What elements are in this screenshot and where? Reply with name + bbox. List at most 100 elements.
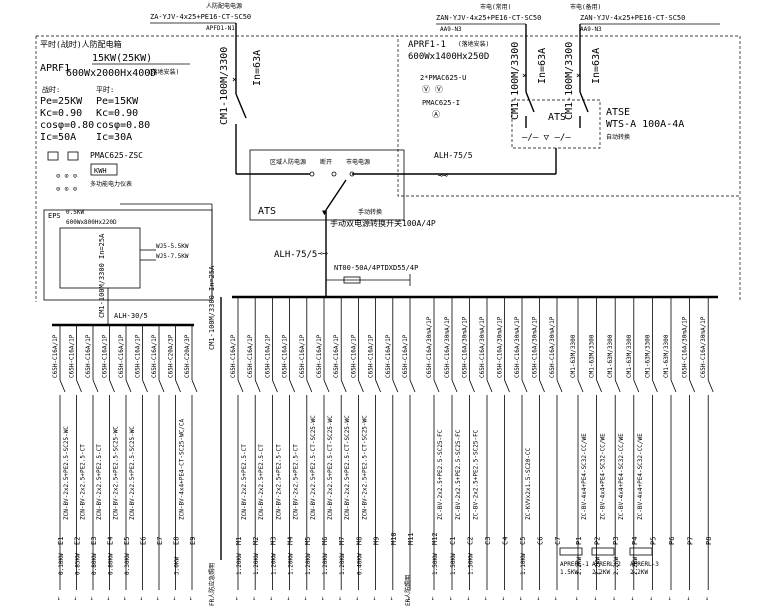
ats-breaker2-rating: In=63A bbox=[591, 48, 602, 84]
transfer-switch: ATS 区域人防电源 断开 市电电源 手动转换 ▼ 手动双电源转换开关100A/… bbox=[235, 148, 436, 296]
circuit-breaker-label: CM1-63M/3300 bbox=[644, 334, 651, 378]
circuit-power: 2.2KW bbox=[632, 557, 639, 575]
circuit-power: 1.20KW bbox=[270, 553, 277, 575]
circuit-power: 0.10KW bbox=[58, 553, 65, 575]
circuit-id: C1 bbox=[449, 537, 457, 545]
circuit-cable-label: ZC-BV-4x4+PE4-SC32-CC/WE bbox=[637, 433, 644, 520]
feed-left-title: 人防配电电源 bbox=[206, 2, 242, 10]
circuit-p4: CM1-63M/3300ZC-BV-4x4+PE4-SC32-CC/WEP42.… bbox=[626, 297, 644, 602]
circuit-id: M12 bbox=[431, 532, 439, 545]
left-branch-breaker: CM1-100M/3300 In=25A bbox=[98, 233, 106, 318]
circuit-id: M8 bbox=[355, 537, 363, 545]
kc-war: Kc=0.90 bbox=[40, 108, 82, 119]
circuit-id: P7 bbox=[687, 537, 695, 545]
circuit-breaker-label: C65H-C16A/1P bbox=[368, 334, 375, 378]
circuit-breaker-label: C65H-C16A/30mA/1P bbox=[497, 316, 504, 378]
arrow-down-icon: ↓ bbox=[649, 595, 653, 602]
ats-panel-size: 600Wx1400Hx250D bbox=[408, 52, 489, 62]
circuit-power: 1.10KW bbox=[520, 553, 527, 575]
circuit-breaker-label: C65H-C16A/1P bbox=[151, 334, 158, 378]
circuit-breaker-label: CM1-63M/3300 bbox=[570, 334, 577, 378]
circuit-id: E7 bbox=[156, 537, 164, 545]
eps-note: 0.5KW bbox=[66, 209, 84, 216]
circuit-power: 1.20KW bbox=[339, 553, 346, 575]
switch-box-label: ATS bbox=[258, 206, 276, 217]
circuit-cable-label: ZC-BV-2x2.5+PE2.5-SC25-FC bbox=[437, 429, 444, 520]
feed-left-code: APFD1-N1 bbox=[206, 25, 235, 32]
circuit-cable-label: ZC-BV-2x2.5+PE2.5-SC25-FC bbox=[473, 429, 480, 520]
arrow-down-icon: ↓ bbox=[390, 595, 394, 602]
circuit-p7: C65H-C16A/30mA/1P P7 ↓ bbox=[682, 297, 695, 602]
equipment-label: APRERL-1 bbox=[560, 561, 589, 568]
circuit-breaker-label: C65H-C16A/1P bbox=[385, 334, 392, 378]
arrow-down-icon: ↓ bbox=[252, 595, 256, 602]
indicator-lamp-icon bbox=[47, 151, 59, 161]
circuit-id: M1 bbox=[235, 537, 243, 545]
circuit-cable-label: ZCN-BV-2x2.5+PE2.5-SC25-WC bbox=[113, 426, 120, 520]
arrow-down-icon: ↓ bbox=[173, 595, 177, 602]
circuit-m8: C65H-C16A/1PZCN-BV-2x2.5+PE2.5-CT-SC25-W… bbox=[350, 297, 368, 602]
circuit-breaker-label: C65H-C16A/30mA/1P bbox=[479, 316, 486, 378]
equipment-box: APRERL-22.2KW bbox=[591, 547, 621, 576]
eps-box bbox=[59, 227, 141, 289]
circuit-breaker-label: C65H-C16A/1P bbox=[85, 334, 92, 378]
selector-symbols: ⊙ ⊙ ⊙ bbox=[56, 185, 77, 193]
circuit-breaker-label: C65H-C16A/1P bbox=[350, 334, 357, 378]
panel-header: 平时(战时)人防配电箱 bbox=[40, 39, 122, 49]
circuit-id: C4 bbox=[502, 537, 510, 545]
ats-panel-code: APRF1-1 bbox=[408, 40, 446, 50]
arrow-down-icon: ↓ bbox=[123, 595, 127, 602]
circuit-id: C6 bbox=[537, 537, 545, 545]
panel-info: 平时(战时)人防配电箱 APRF1 15KW(25KW) 600Wx2000Hx… bbox=[40, 39, 190, 193]
side-note-left: FR人防应急照明 bbox=[208, 563, 216, 606]
eps-out2: WJ5-7.5KW bbox=[156, 253, 189, 260]
arrow-down-icon: ↓ bbox=[449, 595, 453, 602]
circuit-breaker-label: C65H-C16A/1P bbox=[282, 334, 289, 378]
circuit-m2: C65H-C16A/1PZCN-BV-2x2.5+PE2.5-CTM21.20K… bbox=[247, 297, 265, 602]
col-peace: 平时: bbox=[96, 85, 114, 94]
circuit-m3: C65H-C16A/1PZCN-BV-2x2.5+PE2.5-CTM31.20K… bbox=[264, 297, 282, 602]
circuit-breaker-label: C65H-C16A/1P bbox=[264, 334, 271, 378]
equipment-note: 2.2KW bbox=[592, 569, 610, 576]
circuit-breaker-label: CM1-63M/3300 bbox=[589, 334, 596, 378]
circuit-cable-label: ZCN-BV-2x2.5+PE2.5-SC25-WC bbox=[129, 426, 136, 520]
circuit-id: M5 bbox=[304, 537, 312, 545]
panel-power: 15KW(25KW) bbox=[92, 53, 152, 64]
ct-icon: ⊸⊸ bbox=[438, 171, 448, 180]
circuit-power: 0.80KW bbox=[108, 553, 115, 575]
transfer-switch-box bbox=[249, 149, 405, 221]
indicator-lamp-icon bbox=[67, 151, 79, 161]
arrow-down-icon: ↓ bbox=[107, 595, 111, 602]
circuit-power: 1.20KW bbox=[236, 553, 243, 575]
arrow-down-icon: ↓ bbox=[74, 595, 78, 602]
meter-u: 2*PMAC625-U bbox=[420, 74, 466, 82]
circuit-id: M3 bbox=[269, 537, 277, 545]
arrow-down-icon: ↓ bbox=[687, 595, 691, 602]
circuit-id: M10 bbox=[390, 532, 398, 545]
circuit-breaker-label: C65H-C16A/30mA/1P bbox=[549, 316, 556, 378]
feed-mid-cable: ZAN-YJV-4x25+PE16-CT-SC50 bbox=[436, 14, 541, 22]
circuit-power: 0.30KW bbox=[124, 553, 131, 575]
circuit-m10: C65H-C16A/1P M10 ↓ bbox=[385, 297, 399, 602]
circuit-id: C2 bbox=[467, 537, 475, 545]
circuit-id: P1 bbox=[575, 537, 583, 545]
circuit-breaker-label: C65H-C16A/30mA/1P bbox=[682, 316, 689, 378]
circuit-id: M11 bbox=[407, 532, 415, 545]
atse-label: ATSE bbox=[606, 107, 630, 118]
arrow-down-icon: ↓ bbox=[235, 595, 239, 602]
feed-right-cable: ZAN-YJV-4x25+PE16-CT-SC50 bbox=[580, 14, 685, 22]
main-breaker: × CM1-100M/3300 In=63A bbox=[219, 23, 263, 148]
circuit-p2: CM1-63M/3300ZC-BV-4x4+PE4-SC32-CC/WEP22.… bbox=[589, 297, 607, 602]
circuit-c1: C65H-C16A/30mA/1PZC-BV-2x2.5+PE2.5-SC25-… bbox=[444, 297, 462, 602]
circuit-power: 0.40KW bbox=[356, 553, 363, 575]
circuit-cable-label: ZCN-BV-4x4+PE4-CT-SC25-WC/CA bbox=[179, 418, 186, 520]
panel-boundary bbox=[36, 35, 741, 302]
switch-rating: 手动双电源转换开关100A/4P bbox=[330, 218, 436, 228]
ats-panel-note: (落地安装) bbox=[458, 40, 489, 48]
circuit-cable-label: ZCN-BV-2x2.5+PE2.5-CT bbox=[293, 444, 300, 520]
